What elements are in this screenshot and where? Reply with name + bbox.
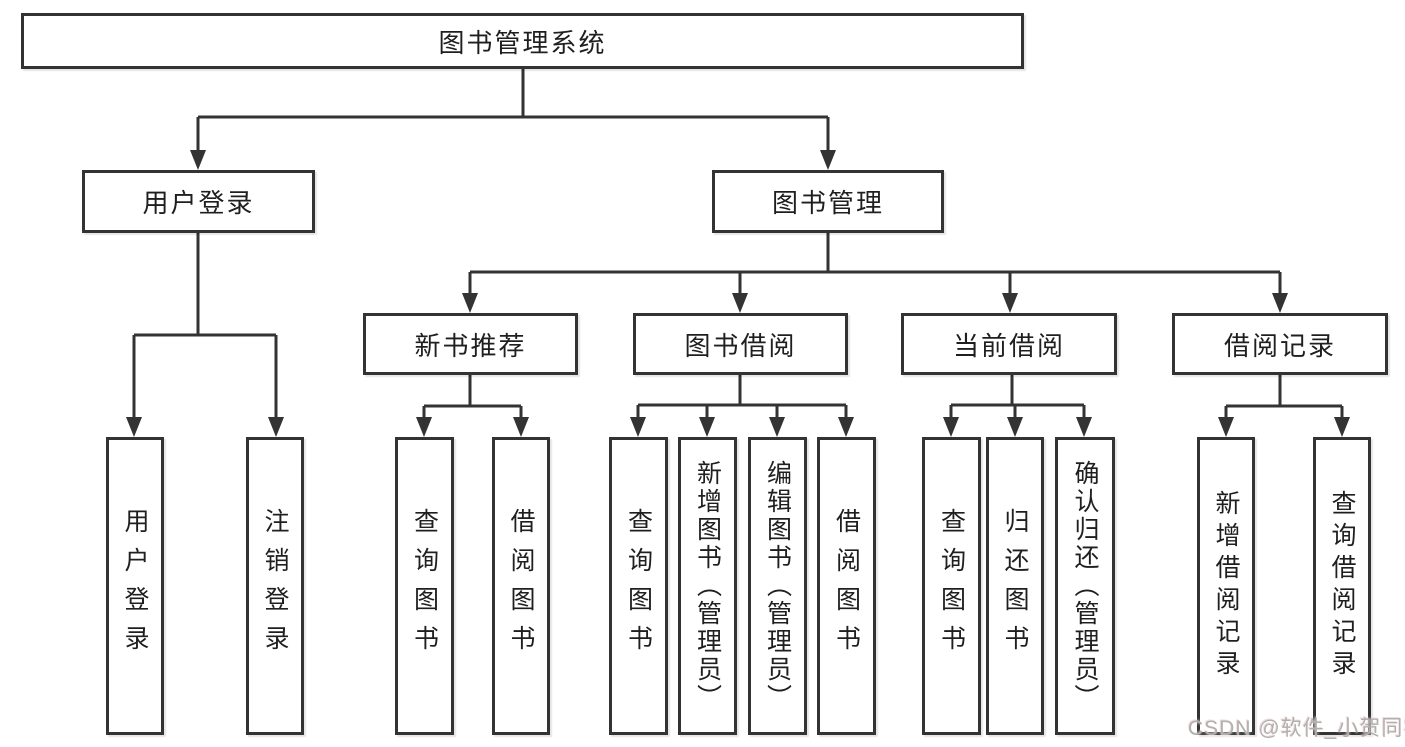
csdn-watermark: CSDN @软件_小贺同学 — [1188, 717, 1405, 740]
node-current-borrowing: 当前借阅 — [901, 313, 1117, 375]
leaf-edit-book-admin: 编辑图书（管理员） — [748, 437, 807, 735]
node-new-book-recommendation: 新书推荐 — [363, 313, 578, 375]
leaf-borrow-books-recommend: 借阅图书 — [492, 437, 550, 735]
leaf-query-borrow-record: 查询借阅记录 — [1313, 437, 1371, 735]
leaf-return-books: 归还图书 — [986, 437, 1044, 735]
leaf-add-borrow-record: 新增借阅记录 — [1197, 437, 1255, 735]
leaf-user-login: 用户登录 — [106, 437, 164, 735]
leaf-query-books-recommend: 查询图书 — [395, 437, 454, 735]
leaf-logout: 注销登录 — [246, 437, 304, 735]
node-book-borrowing: 图书借阅 — [633, 313, 848, 375]
leaf-borrow-books: 借阅图书 — [817, 437, 876, 735]
leaf-add-book-admin: 新增图书（管理员） — [678, 437, 737, 735]
leaf-confirm-return-admin: 确认归还（管理员） — [1055, 437, 1115, 735]
node-root-library-management-system: 图书管理系统 — [21, 13, 1024, 69]
leaf-query-books-current: 查询图书 — [922, 437, 981, 735]
node-user-login: 用户登录 — [82, 170, 315, 233]
leaf-query-books-borrowing: 查询图书 — [609, 437, 668, 735]
arrowheads — [126, 150, 1350, 437]
node-borrowing-records: 借阅记录 — [1172, 313, 1388, 375]
node-book-management: 图书管理 — [712, 170, 944, 233]
